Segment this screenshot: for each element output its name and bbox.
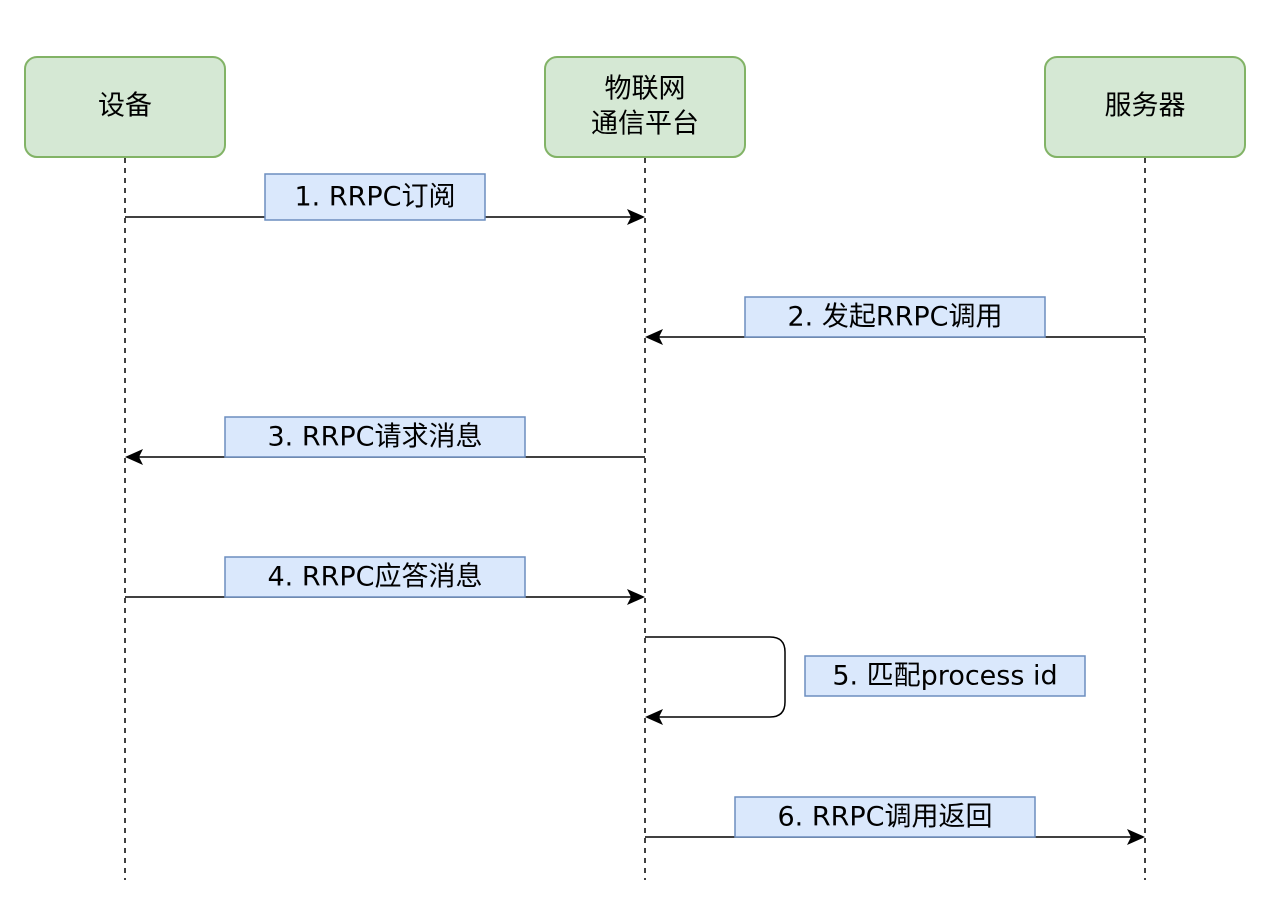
message-6-label-box — [734, 796, 1036, 838]
participant-platform: 物联网 通信平台 — [544, 56, 746, 158]
message-1-arrowhead — [627, 209, 645, 225]
participant-platform-label-line1: 物联网 — [605, 74, 686, 105]
message-3-label: 3. RRPC请求消息 — [268, 422, 483, 453]
message-5: 5. 匹配process id — [645, 636, 1086, 725]
participant-device: 设备 — [24, 56, 226, 158]
message-3: 3. RRPC请求消息 — [125, 416, 645, 465]
message-2: 2. 发起RRPC调用 — [645, 296, 1145, 345]
message-1-label: 1. RRPC订阅 — [295, 182, 456, 213]
participant-platform-box — [544, 56, 746, 158]
message-5-label: 5. 匹配process id — [832, 661, 1057, 692]
message-2-label-box — [744, 296, 1046, 338]
message-4: 4. RRPC应答消息 — [125, 556, 645, 605]
message-2-arrowhead — [645, 329, 663, 345]
participant-device-box — [24, 56, 226, 158]
participant-server-box — [1044, 56, 1246, 158]
message-6-label: 6. RRPC调用返回 — [778, 802, 993, 833]
message-1: 1. RRPC订阅 — [125, 173, 645, 225]
participant-server: 服务器 — [1044, 56, 1246, 158]
message-4-label: 4. RRPC应答消息 — [268, 562, 483, 593]
message-3-label-box — [224, 416, 526, 458]
participant-device-label: 设备 — [98, 91, 152, 122]
message-6: 6. RRPC调用返回 — [645, 796, 1145, 845]
message-5-label-box — [804, 655, 1086, 697]
message-6-arrowhead — [1127, 829, 1145, 845]
message-3-arrowhead — [125, 449, 143, 465]
message-5-line — [645, 636, 786, 718]
message-1-label-box — [264, 173, 486, 221]
participant-server-label: 服务器 — [1105, 91, 1186, 122]
message-4-label-box — [224, 556, 526, 598]
message-5-arrowhead — [645, 709, 663, 725]
message-2-label: 2. 发起RRPC调用 — [788, 302, 1003, 333]
participant-platform-label-line2: 通信平台 — [591, 109, 699, 140]
message-4-arrowhead — [627, 589, 645, 605]
